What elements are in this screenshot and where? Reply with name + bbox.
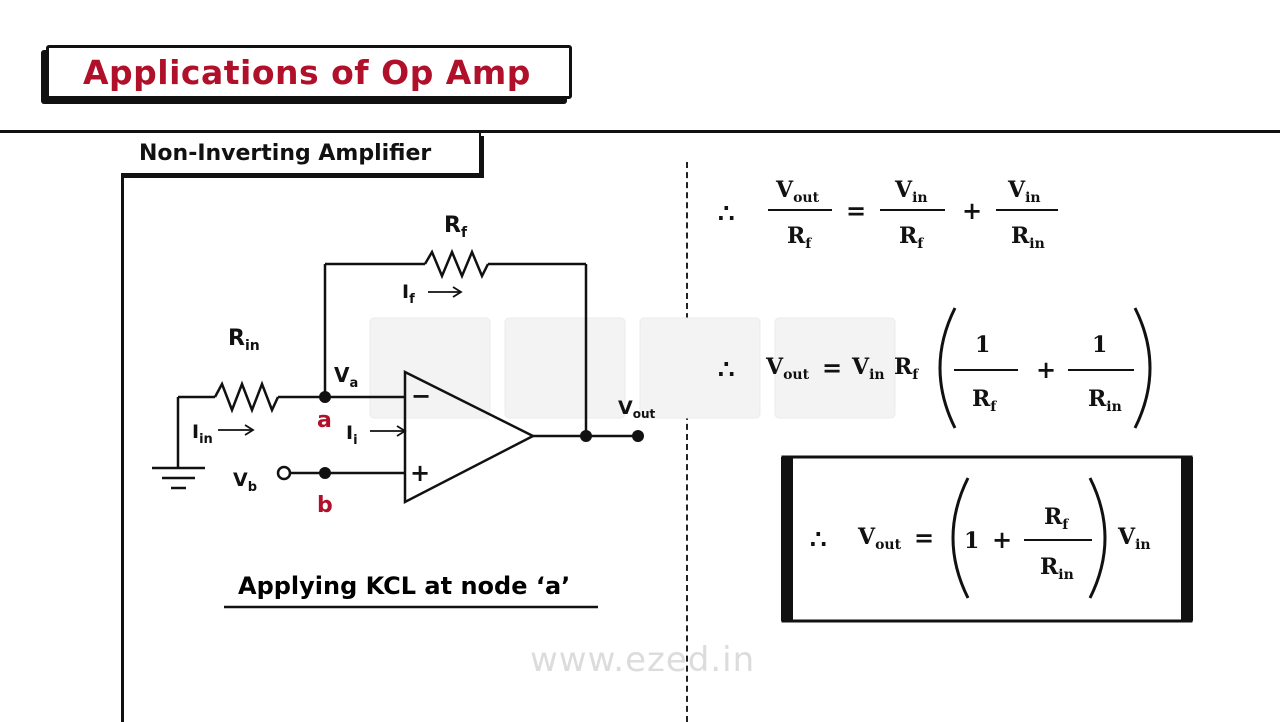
svg-text:Vout: Vout: [765, 354, 810, 383]
op-amp-triangle: [403, 369, 536, 505]
left-border: [121, 132, 124, 722]
noninverting-input-sign: +: [410, 459, 430, 487]
final-equation-box: ∴ Vout = 1 + Rf Rin Vin: [781, 455, 1193, 623]
kcl-caption: Applying KCL at node ‘a’: [238, 572, 570, 600]
svg-text:+: +: [1036, 355, 1056, 384]
vb-terminal: [276, 465, 292, 481]
watermark-logo: [369, 317, 896, 419]
circuit: [152, 248, 638, 505]
column-divider: [686, 162, 688, 722]
svg-text:∴: ∴: [810, 525, 827, 555]
svg-text:Vout: Vout: [775, 177, 820, 206]
section-title: Non-Inverting Amplifier: [139, 140, 432, 166]
rf-resistor: [423, 248, 490, 280]
equation-2: ∴ Vout = Vin Rf 1 Rf + 1 Rin: [718, 307, 1152, 429]
equation-1: ∴ Vout Rf = Vin Rf + Vin Rin: [718, 177, 1058, 252]
page-title: Applications of Op Amp: [83, 52, 531, 92]
vout-terminal: [632, 430, 644, 442]
output-node-dot: [580, 430, 592, 442]
svg-text:1: 1: [964, 528, 979, 554]
svg-text:=: =: [914, 523, 934, 552]
node-a-label: a: [317, 408, 332, 433]
ii-label: Ii: [346, 422, 358, 448]
svg-text:1: 1: [975, 332, 990, 358]
svg-text:+: +: [962, 196, 982, 225]
rin-resistor: [213, 380, 280, 414]
svg-text:1: 1: [1092, 332, 1107, 358]
node-b-dot: [319, 467, 331, 479]
inverting-input-sign: −: [411, 382, 431, 410]
node-a-dot: [319, 391, 331, 403]
svg-text:∴: ∴: [718, 199, 735, 229]
rin-label: Rin: [228, 326, 260, 354]
if-label: If: [402, 281, 415, 307]
svg-text:+: +: [992, 525, 1012, 554]
svg-text:Rf: Rf: [899, 223, 924, 252]
rf-label: Rf: [444, 213, 468, 241]
svg-text:Rf: Rf: [894, 354, 919, 383]
svg-text:Vin: Vin: [851, 354, 885, 383]
svg-text:Rin: Rin: [1011, 223, 1045, 252]
header-divider: [0, 130, 1280, 133]
svg-text:Vin: Vin: [1117, 524, 1151, 553]
vout-label: Vout: [618, 397, 656, 421]
svg-text:Rin: Rin: [1088, 386, 1122, 415]
va-label: Va: [334, 363, 358, 391]
svg-text:Rf: Rf: [972, 386, 997, 415]
title-box: Applications of Op Amp: [46, 45, 572, 99]
svg-text:∴: ∴: [718, 355, 735, 385]
svg-text:Rf: Rf: [787, 223, 812, 252]
vb-label: Vb: [233, 469, 257, 495]
node-b-label: b: [317, 493, 333, 518]
section-box: Non-Inverting Amplifier: [121, 133, 481, 175]
iin-label: Iin: [192, 421, 213, 447]
watermark-url: www.ezed.in: [530, 640, 756, 680]
svg-text:Rf: Rf: [1044, 504, 1069, 533]
svg-text:Rin: Rin: [1040, 554, 1074, 583]
svg-text:=: =: [822, 353, 842, 382]
svg-text:=: =: [846, 196, 866, 225]
svg-text:Vin: Vin: [1007, 177, 1041, 206]
svg-text:Vout: Vout: [857, 524, 902, 553]
svg-text:Vin: Vin: [894, 177, 928, 206]
